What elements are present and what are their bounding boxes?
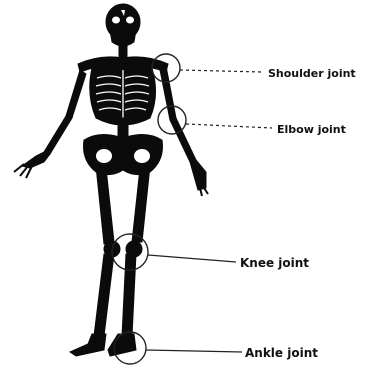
elbow-joint-label: Elbow joint bbox=[277, 123, 346, 136]
right-arm bbox=[160, 66, 208, 196]
skeleton-figure bbox=[14, 4, 208, 356]
pelvis bbox=[84, 134, 163, 174]
shoulder-leader-line bbox=[180, 70, 262, 72]
skull bbox=[106, 4, 140, 46]
neck bbox=[119, 44, 127, 58]
elbow-leader-line bbox=[186, 124, 272, 128]
knee-leader-line bbox=[148, 255, 236, 262]
ankle-joint-label: Ankle joint bbox=[245, 346, 318, 360]
ankle-leader-line bbox=[146, 350, 242, 352]
left-arm bbox=[14, 70, 86, 178]
right-kneecap bbox=[126, 241, 142, 257]
leader-lines bbox=[146, 70, 272, 352]
knee-joint-label: Knee joint bbox=[240, 256, 309, 270]
rib-cage bbox=[90, 63, 156, 125]
shoulder-joint-label: Shoulder joint bbox=[268, 67, 356, 80]
left-leg bbox=[70, 166, 114, 356]
